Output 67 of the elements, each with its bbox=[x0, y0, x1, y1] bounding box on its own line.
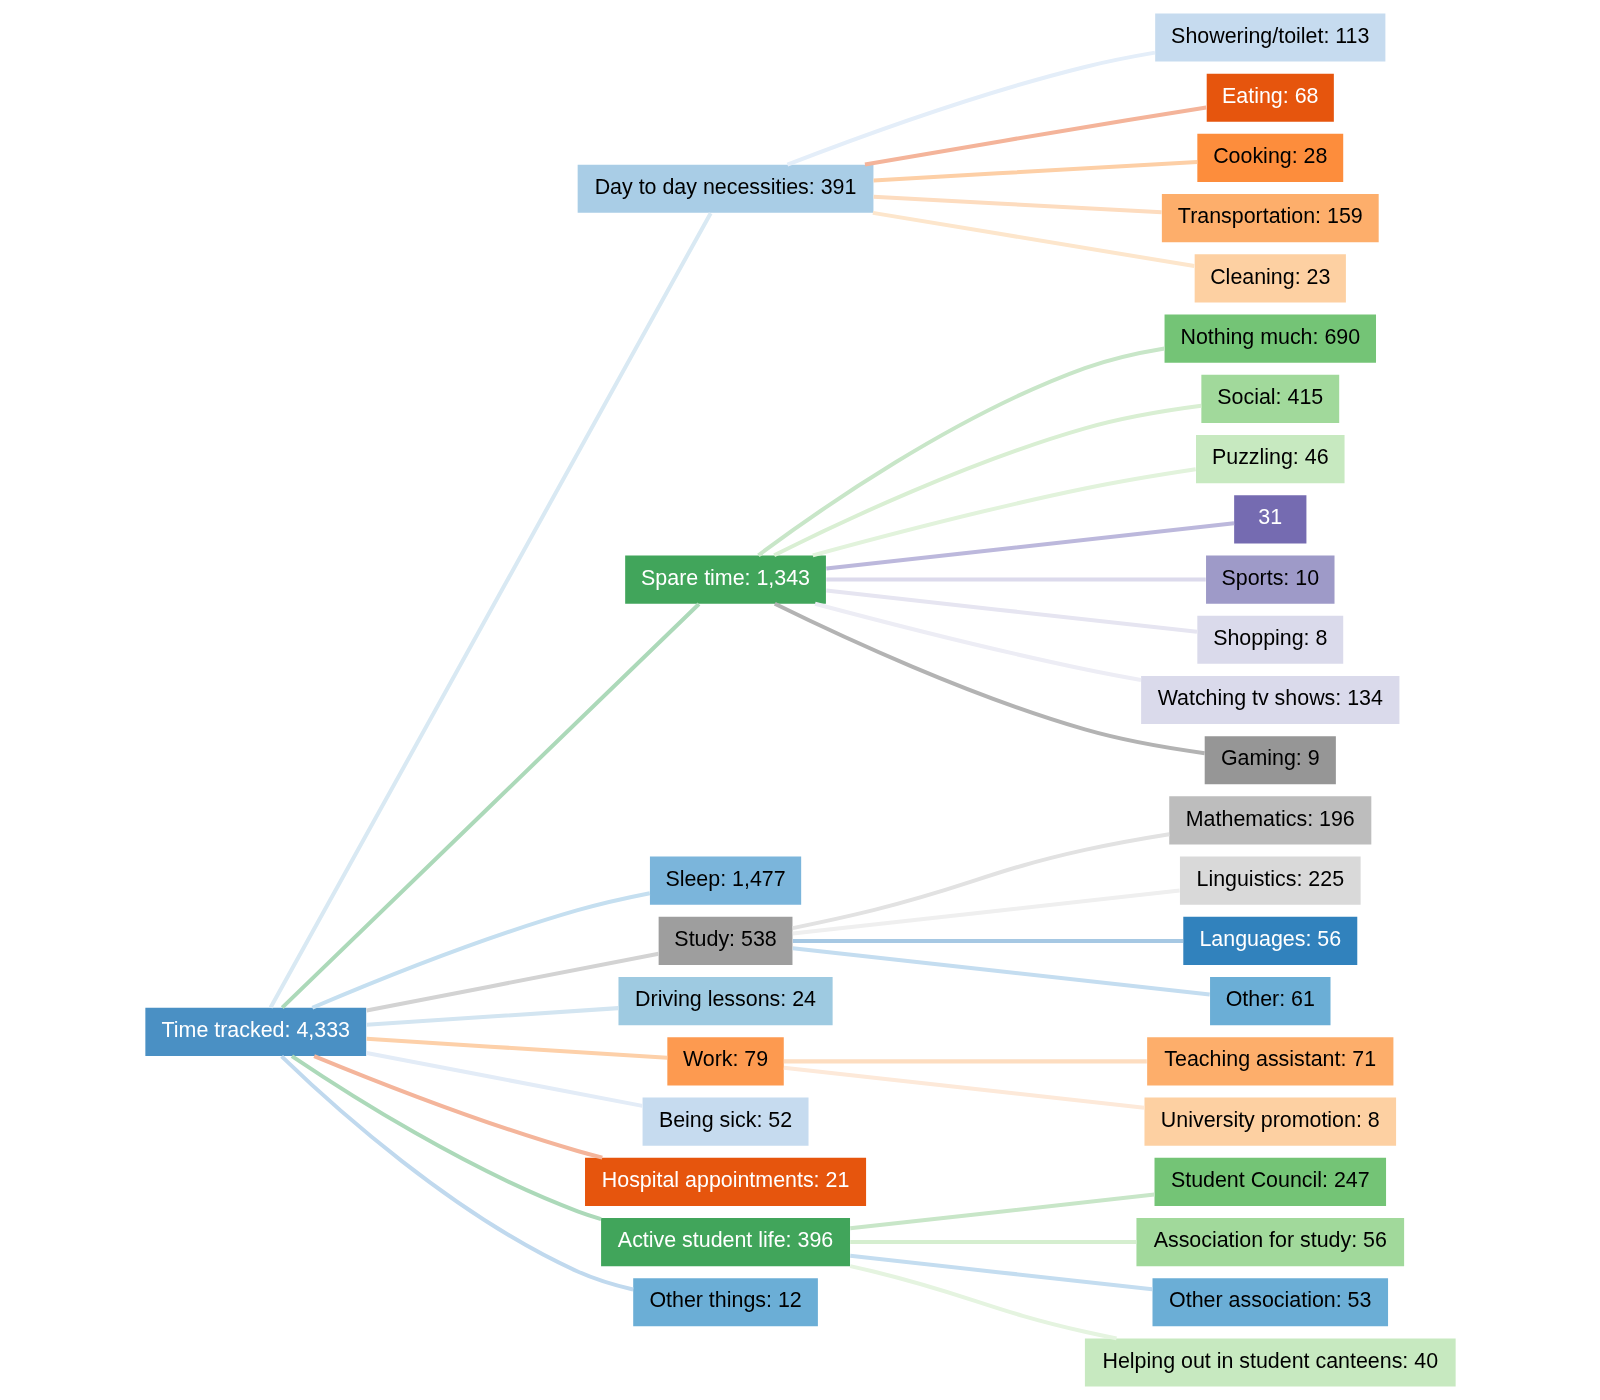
connector bbox=[849, 1192, 1155, 1231]
node-box: Other things: 12 bbox=[632, 1278, 818, 1327]
connector bbox=[814, 601, 1141, 682]
node-box: Nothing much: 690 bbox=[1164, 314, 1376, 363]
node-box: Watching tv shows: 134 bbox=[1140, 675, 1399, 725]
node-box: Other: 61 bbox=[1209, 977, 1330, 1026]
node-box: Shopping: 8 bbox=[1196, 615, 1343, 664]
connector bbox=[365, 1050, 643, 1108]
node-box: 31 bbox=[1233, 495, 1306, 544]
node-box: Eating: 68 bbox=[1206, 73, 1334, 122]
connector bbox=[825, 521, 1234, 571]
connector bbox=[849, 1253, 1152, 1292]
node-box: Hospital appointments: 21 bbox=[584, 1157, 866, 1206]
connector bbox=[290, 1054, 602, 1221]
connector bbox=[772, 403, 1201, 557]
node-box: Sleep: 1,477 bbox=[649, 856, 801, 905]
connector bbox=[849, 1240, 1136, 1245]
connector bbox=[365, 951, 659, 1013]
connector bbox=[268, 212, 712, 1009]
node-box: Other association: 53 bbox=[1152, 1278, 1388, 1327]
connector bbox=[366, 1036, 667, 1060]
node-box: Day to day necessities: 391 bbox=[577, 164, 873, 213]
connector bbox=[756, 346, 1165, 557]
connector bbox=[792, 938, 1183, 943]
connector bbox=[872, 194, 1162, 215]
node-box: Work: 79 bbox=[666, 1037, 784, 1086]
node-box: Teaching assistant: 71 bbox=[1146, 1037, 1393, 1086]
node-box: University promotion: 8 bbox=[1143, 1097, 1396, 1146]
node-box: Cleaning: 23 bbox=[1194, 254, 1346, 303]
connector bbox=[311, 891, 650, 1010]
node-box: Helping out in student canteens: 40 bbox=[1084, 1338, 1456, 1387]
connector bbox=[280, 602, 700, 1010]
node-box: Showering/toilet: 113 bbox=[1154, 13, 1385, 62]
node-box: Study: 538 bbox=[658, 916, 792, 965]
node-box: Cooking: 28 bbox=[1196, 133, 1343, 183]
connector bbox=[312, 1054, 603, 1160]
connector bbox=[791, 832, 1170, 931]
node-box: Spare time: 1,343 bbox=[624, 555, 826, 604]
connector bbox=[849, 1264, 1117, 1341]
connector bbox=[825, 588, 1197, 634]
connector bbox=[872, 160, 1197, 183]
connector bbox=[825, 577, 1206, 582]
connector bbox=[279, 1054, 634, 1292]
node-box: Driving lessons: 24 bbox=[618, 977, 833, 1026]
node-box: Languages: 56 bbox=[1182, 916, 1357, 965]
connector bbox=[811, 467, 1196, 558]
node-box: Sports: 10 bbox=[1205, 555, 1334, 604]
node-box: Mathematics: 196 bbox=[1168, 796, 1371, 845]
node-box: Active student life: 396 bbox=[600, 1217, 850, 1267]
connector bbox=[786, 50, 1155, 167]
node-box: Being sick: 52 bbox=[642, 1097, 809, 1146]
node-box: Linguistics: 225 bbox=[1179, 856, 1361, 905]
connector bbox=[792, 946, 1210, 997]
connector bbox=[792, 888, 1180, 936]
node-box: Student Council: 247 bbox=[1154, 1157, 1386, 1206]
node-box: Association for study: 56 bbox=[1135, 1217, 1404, 1267]
node-box: Time tracked: 4,333 bbox=[144, 1007, 366, 1056]
node-box: Gaming: 9 bbox=[1204, 736, 1336, 785]
connector bbox=[872, 210, 1195, 269]
connector bbox=[773, 602, 1205, 756]
node-box: Puzzling: 46 bbox=[1195, 435, 1345, 484]
connector bbox=[366, 1006, 618, 1027]
connector bbox=[783, 1065, 1144, 1110]
node-box: Social: 415 bbox=[1200, 374, 1339, 423]
node-box: Transportation: 159 bbox=[1161, 194, 1379, 243]
connector bbox=[864, 105, 1207, 167]
connector bbox=[783, 1059, 1147, 1064]
